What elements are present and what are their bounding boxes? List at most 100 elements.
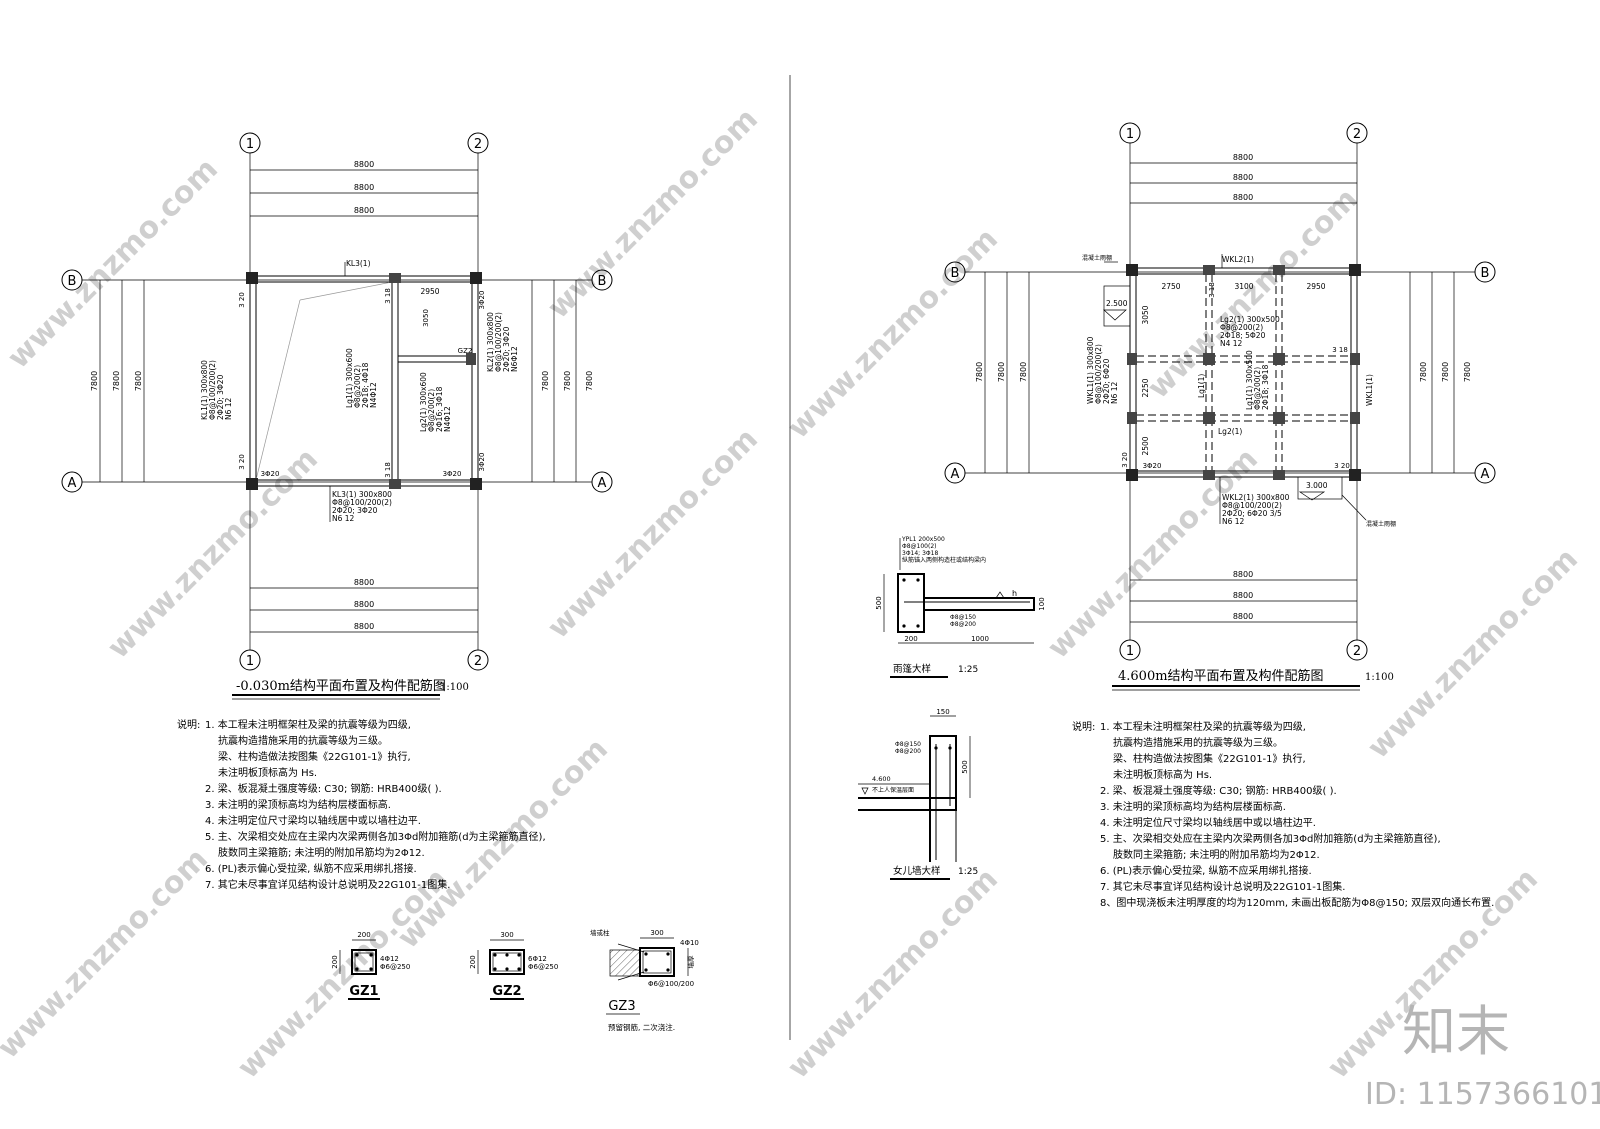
note-line: 梁、柱构造做法按图集《22G101-1》执行, bbox=[218, 750, 411, 763]
rebar-text: 3Φ20 bbox=[443, 470, 462, 478]
dim-text: 8800 bbox=[354, 600, 374, 609]
h-mark: h bbox=[1012, 589, 1017, 598]
notes-prefix: 说明: bbox=[177, 718, 200, 731]
drawing-title: 4.600m结构平面布置及构件配筋图 bbox=[1118, 668, 1324, 684]
dim-text: 1000 bbox=[971, 635, 989, 643]
canopy-detail: YPL1 200x500 Φ8@100(2) 3Φ14; 3Φ18 纵筋锚入两侧… bbox=[875, 536, 1046, 678]
note-small: 混凝土雨棚 bbox=[1082, 254, 1112, 262]
note-line: 抗震构造措施采用的抗震等级为三级。 bbox=[218, 734, 388, 747]
axis-label: A bbox=[1481, 467, 1490, 482]
dim-text: 8800 bbox=[1233, 612, 1253, 621]
dim-text: 8800 bbox=[1233, 591, 1253, 600]
wall-hatch bbox=[609, 949, 641, 977]
detail-label: 3Φ14; 3Φ18 bbox=[902, 550, 938, 557]
beam-label: 2Φ16; 3Φ18 bbox=[435, 386, 444, 432]
beam-outline bbox=[1129, 267, 1358, 478]
dim-text: 2750 bbox=[1161, 282, 1180, 291]
right-notes: 说明: 1. 本工程未注明框架柱及梁的抗震等级为四级, 抗震构造措施采用的抗震等… bbox=[1072, 720, 1494, 909]
canopy-outline bbox=[1297, 476, 1343, 500]
beam-label: Lg2(1) 300x500 bbox=[1220, 315, 1280, 324]
beam-label: Φ8@100/200(2) bbox=[332, 498, 392, 507]
watermark-text: www.znzmo.com bbox=[0, 842, 215, 1066]
rebar-text: 3Φ20 bbox=[261, 470, 280, 478]
dim-text: 3050 bbox=[1141, 305, 1150, 324]
dim-text: 500 bbox=[875, 596, 883, 609]
note-line: 8、图中现浇板未注明厚度的均为120mm, 未画出板配筋为Φ8@150; 双层双… bbox=[1100, 896, 1494, 909]
beam-outline bbox=[249, 275, 479, 487]
rebar-text: Φ8@200 bbox=[950, 621, 976, 628]
note-line: 2. 梁、板混凝土强度等级: C30; 钢筋: HRB400级( ). bbox=[205, 782, 442, 795]
beam-label: Lg1(1) bbox=[1197, 374, 1206, 398]
note-text: 预留钢筋, 二次浇注. bbox=[608, 1022, 675, 1032]
beam-label: KL1(1) 300x800 bbox=[200, 360, 209, 420]
axis-label: A bbox=[951, 467, 960, 482]
rebar-text: Φ8@150 bbox=[895, 741, 921, 748]
axis-label: B bbox=[598, 274, 607, 289]
beam-label: N4Φ12 bbox=[369, 382, 378, 408]
dim-text: 300 bbox=[500, 931, 513, 939]
dim-text: 7800 bbox=[585, 371, 594, 391]
beam-label: 2Φ20; 3Φ20 bbox=[332, 506, 378, 515]
beam-label: Lg2(1) 300x600 bbox=[419, 372, 428, 432]
rebar-text: 3 18 bbox=[1208, 282, 1216, 298]
rebar-text: 3Φ20 bbox=[1143, 462, 1162, 470]
beam-label: KL3(1) 300x800 bbox=[332, 490, 392, 499]
beam-label: KL3(1) bbox=[346, 259, 371, 268]
beam-label: N4 12 bbox=[1220, 339, 1243, 348]
rebar-text: 6Φ12 bbox=[528, 955, 547, 963]
gz-mark: GZ2 bbox=[458, 347, 473, 355]
column bbox=[470, 478, 482, 490]
note-line: 7. 其它未尽事宜详见结构设计总说明及22G101-1图集. bbox=[205, 878, 450, 891]
beam-label: Φ8@100/200(2) bbox=[208, 360, 217, 420]
beam-label: 2Φ20; 3Φ20 bbox=[502, 326, 511, 372]
dim-text: 8800 bbox=[354, 578, 374, 587]
dim-text: 8800 bbox=[354, 183, 374, 192]
beam-label: N6Φ12 bbox=[510, 346, 519, 372]
dim-text: 7800 bbox=[541, 371, 550, 391]
dim-text: 8800 bbox=[1233, 570, 1253, 579]
rebar-text: 3Φ20 bbox=[478, 453, 486, 472]
watermark-text: www.znzmo.com bbox=[391, 732, 615, 956]
beam-label: Φ8@100/200(2) bbox=[494, 312, 503, 372]
right-plan: 1 2 1 2 B A B A 8800 8800 8800 8800 8800… bbox=[944, 122, 1496, 691]
rebar-text: 3 20 bbox=[1334, 462, 1350, 470]
beam-label: 2Φ20; 3Φ20 bbox=[216, 374, 225, 420]
axis-label: 1 bbox=[246, 654, 254, 669]
dim-text: 2250 bbox=[1141, 378, 1150, 397]
gz1-detail: 200 200 4Φ12 Φ6@250 GZ1 bbox=[331, 931, 410, 1000]
note-line: 1. 本工程未注明框架柱及梁的抗震等级为四级, bbox=[205, 718, 411, 731]
rebar-text: Φ6@250 bbox=[380, 963, 410, 971]
dim-text: 8800 bbox=[354, 160, 374, 169]
column bbox=[389, 479, 401, 489]
watermark-text: www.znzmo.com bbox=[1, 152, 225, 376]
note-text: 不上人保温层面 bbox=[872, 786, 914, 794]
dim-text: 7800 bbox=[975, 362, 984, 382]
note-line: 1. 本工程未注明框架柱及梁的抗震等级为四级, bbox=[1100, 720, 1306, 733]
dim-text: 2950 bbox=[1306, 282, 1325, 291]
axis-label: 1 bbox=[1126, 644, 1134, 659]
note-line: 肢数同主梁箍筋; 未注明的附加吊筋均为2Φ12. bbox=[218, 846, 425, 859]
note-small: 混凝土雨棚 bbox=[1366, 520, 1396, 528]
detail-label: YPL1 200x500 bbox=[901, 536, 945, 543]
note-line: 7. 其它未尽事宜详见结构设计总说明及22G101-1图集. bbox=[1100, 880, 1345, 893]
drawing-scale: 1:100 bbox=[1365, 672, 1394, 683]
detail-scale: 1:25 bbox=[958, 867, 978, 877]
note-line: 抗震构造措施采用的抗震等级为三级。 bbox=[1113, 736, 1283, 749]
note-line: 4. 未注明定位尺寸梁均以轴线居中或以墙柱边平. bbox=[1100, 816, 1316, 829]
dim-text: 8800 bbox=[1233, 153, 1253, 162]
rebar-text: 4Φ12 bbox=[380, 955, 399, 963]
column bbox=[389, 273, 401, 283]
axis-label: B bbox=[68, 274, 77, 289]
rebar-text: 3 20 bbox=[1121, 452, 1129, 468]
beam-section bbox=[897, 573, 925, 633]
beam-inner bbox=[1135, 273, 1352, 472]
axis-label: B bbox=[951, 266, 960, 281]
beam-label: WKL2(1) 300x800 bbox=[1222, 493, 1290, 502]
dim-text: 2950 bbox=[420, 287, 439, 296]
beam-label: 2Φ20; 6Φ20 3/5 bbox=[1222, 509, 1282, 518]
watermark-text: www.znzmo.com bbox=[541, 422, 765, 646]
dim-text: 7800 bbox=[90, 371, 99, 391]
note-line: 6. (PL)表示偏心受拉梁, 纵筋不应采用绑扎搭接. bbox=[1100, 864, 1312, 877]
beam-label: 2Φ18; 3Φ18 bbox=[1261, 364, 1270, 410]
